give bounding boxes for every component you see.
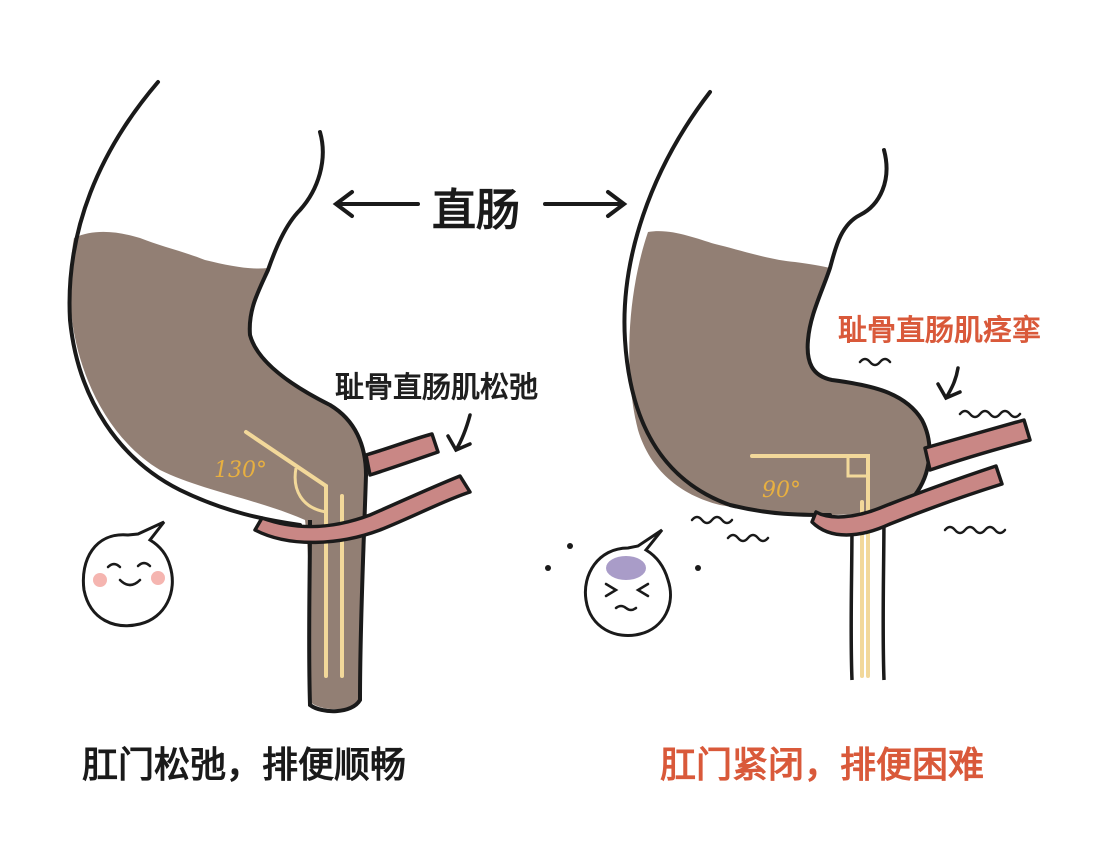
right-muscle-band [925,420,1030,470]
left-caption: 肛门松弛，排便顺畅 [82,736,406,788]
happy-face-icon [83,522,172,626]
left-muscle-band [366,434,438,475]
right-muscle-label: 耻骨直肠肌痉挛 [838,307,1041,349]
right-caption: 肛门紧闭，排便困难 [660,736,984,788]
right-anal-canal-outline [851,520,852,680]
right-pointer-arrow [938,368,960,398]
left-angle-label: 130° [214,458,267,483]
left-muscle-label: 耻骨直肠肌松弛 [335,364,538,406]
right-panel [545,92,1030,680]
right-angle-label: 90° [762,478,801,503]
right-anal-canal-outline-2 [883,510,884,680]
left-arrow-icon [336,192,418,216]
rectum-title: 直肠 [432,174,520,238]
strained-face-icon [585,530,670,636]
left-pointer-arrow [448,415,470,450]
right-arrow-icon [545,192,624,216]
